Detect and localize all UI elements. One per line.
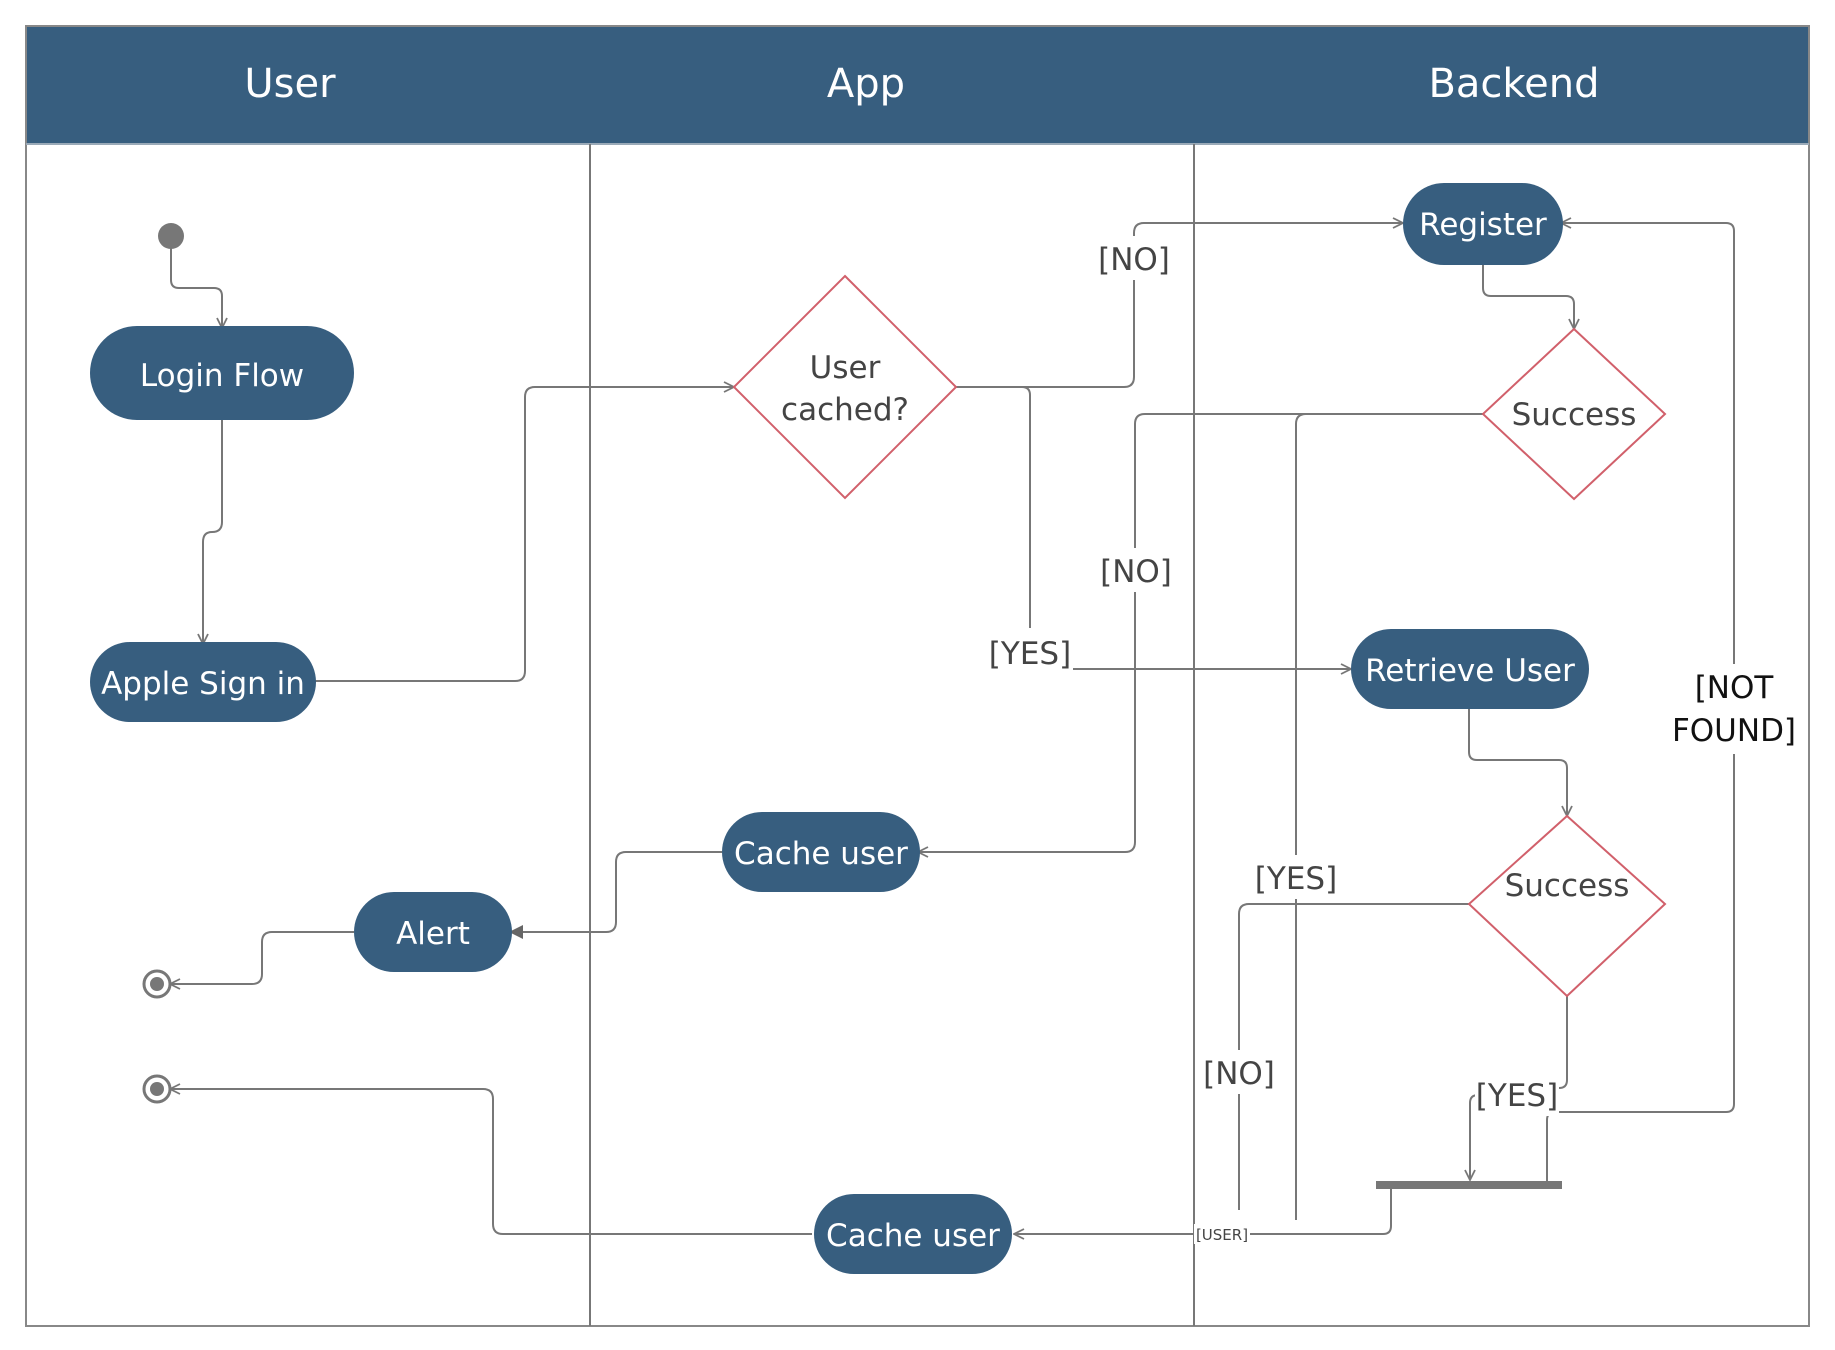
action-alert: Alert [354, 892, 512, 972]
edge-register-to-success [1482, 264, 1574, 329]
action-label: Alert [396, 916, 470, 952]
edge-start-to-login [170, 236, 222, 328]
initial-node [158, 223, 184, 249]
fork-bar [1376, 1181, 1562, 1189]
guard-cached-yes: [YES] [989, 636, 1071, 672]
edge-retrieve-to-success [1468, 708, 1567, 816]
edge-fork-to-cache-user [1014, 1185, 1392, 1234]
guard-cached-no: [NO] [1098, 242, 1170, 278]
guard-retrieve-no: [NO] [1203, 1056, 1275, 1092]
guard-register-yes: [YES] [1255, 861, 1337, 897]
edge-cache-user-to-end [170, 1089, 812, 1235]
edge-register-success-yes [1295, 413, 1483, 1220]
lane-frame [25, 25, 1810, 1327]
edge-alert-to-end [170, 931, 354, 984]
decision-label-line: User [810, 350, 881, 386]
connectors [170, 223, 1735, 1235]
guard-retrieve-yes: [YES] [1476, 1078, 1558, 1114]
final-node-success [142, 1074, 172, 1104]
final-node-alert [142, 969, 172, 999]
decision-label: User cached? [781, 350, 909, 428]
guard-not-found: [NOT FOUND] [1672, 670, 1796, 749]
guard-not-found-line: [NOT [1695, 670, 1775, 706]
edge-register-success-no-to-cache-user [918, 413, 1306, 852]
action-retrieve-user: Retrieve User [1351, 629, 1589, 709]
decision-label-line: cached? [781, 392, 909, 428]
decision-label: Success [1512, 397, 1637, 433]
lane-title-backend: Backend [1428, 61, 1599, 107]
action-label: Login Flow [140, 358, 304, 394]
action-label: Register [1419, 207, 1547, 243]
edge-apple-sign-in-to-user-cached [314, 387, 734, 682]
decision-user-cached: User cached? [732, 274, 958, 500]
guard-not-found-line: FOUND] [1672, 713, 1796, 749]
lane-title-user: User [244, 61, 336, 107]
guard-register-no: [NO] [1100, 554, 1172, 590]
edge-login-to-apple-sign-in [203, 420, 223, 644]
action-cache-user-lower: Cache user [814, 1194, 1012, 1274]
action-label: Cache user [826, 1218, 1000, 1254]
decision-retrieve-success: Success [1467, 814, 1667, 998]
guard-labels: [NO] [YES] [NO] [YES] [NO] [YES] [NOT FOU… [987, 236, 1796, 1244]
decision-register-success: Success [1481, 327, 1667, 501]
guard-user: [USER] [1196, 1226, 1248, 1244]
lane-title-app: App [827, 61, 905, 107]
edge-user-cached-yes-down [1021, 386, 1031, 628]
action-label: Retrieve User [1365, 653, 1575, 689]
edge-cache-user-to-alert [509, 851, 722, 939]
action-register: Register [1403, 183, 1563, 265]
action-login-flow: Login Flow [90, 326, 354, 420]
action-cache-user-upper: Cache user [722, 812, 920, 892]
action-label: Cache user [734, 836, 908, 872]
decision-label: Success [1505, 868, 1630, 904]
edge-user-cached-no-to-register [956, 223, 1403, 388]
action-apple-sign-in: Apple Sign in [90, 642, 316, 722]
swimlane-frame: User App Backend [25, 25, 1810, 1327]
edge-retrieve-success-no [1238, 903, 1469, 1210]
action-label: Apple Sign in [101, 666, 305, 702]
header-bar [26, 26, 1809, 144]
